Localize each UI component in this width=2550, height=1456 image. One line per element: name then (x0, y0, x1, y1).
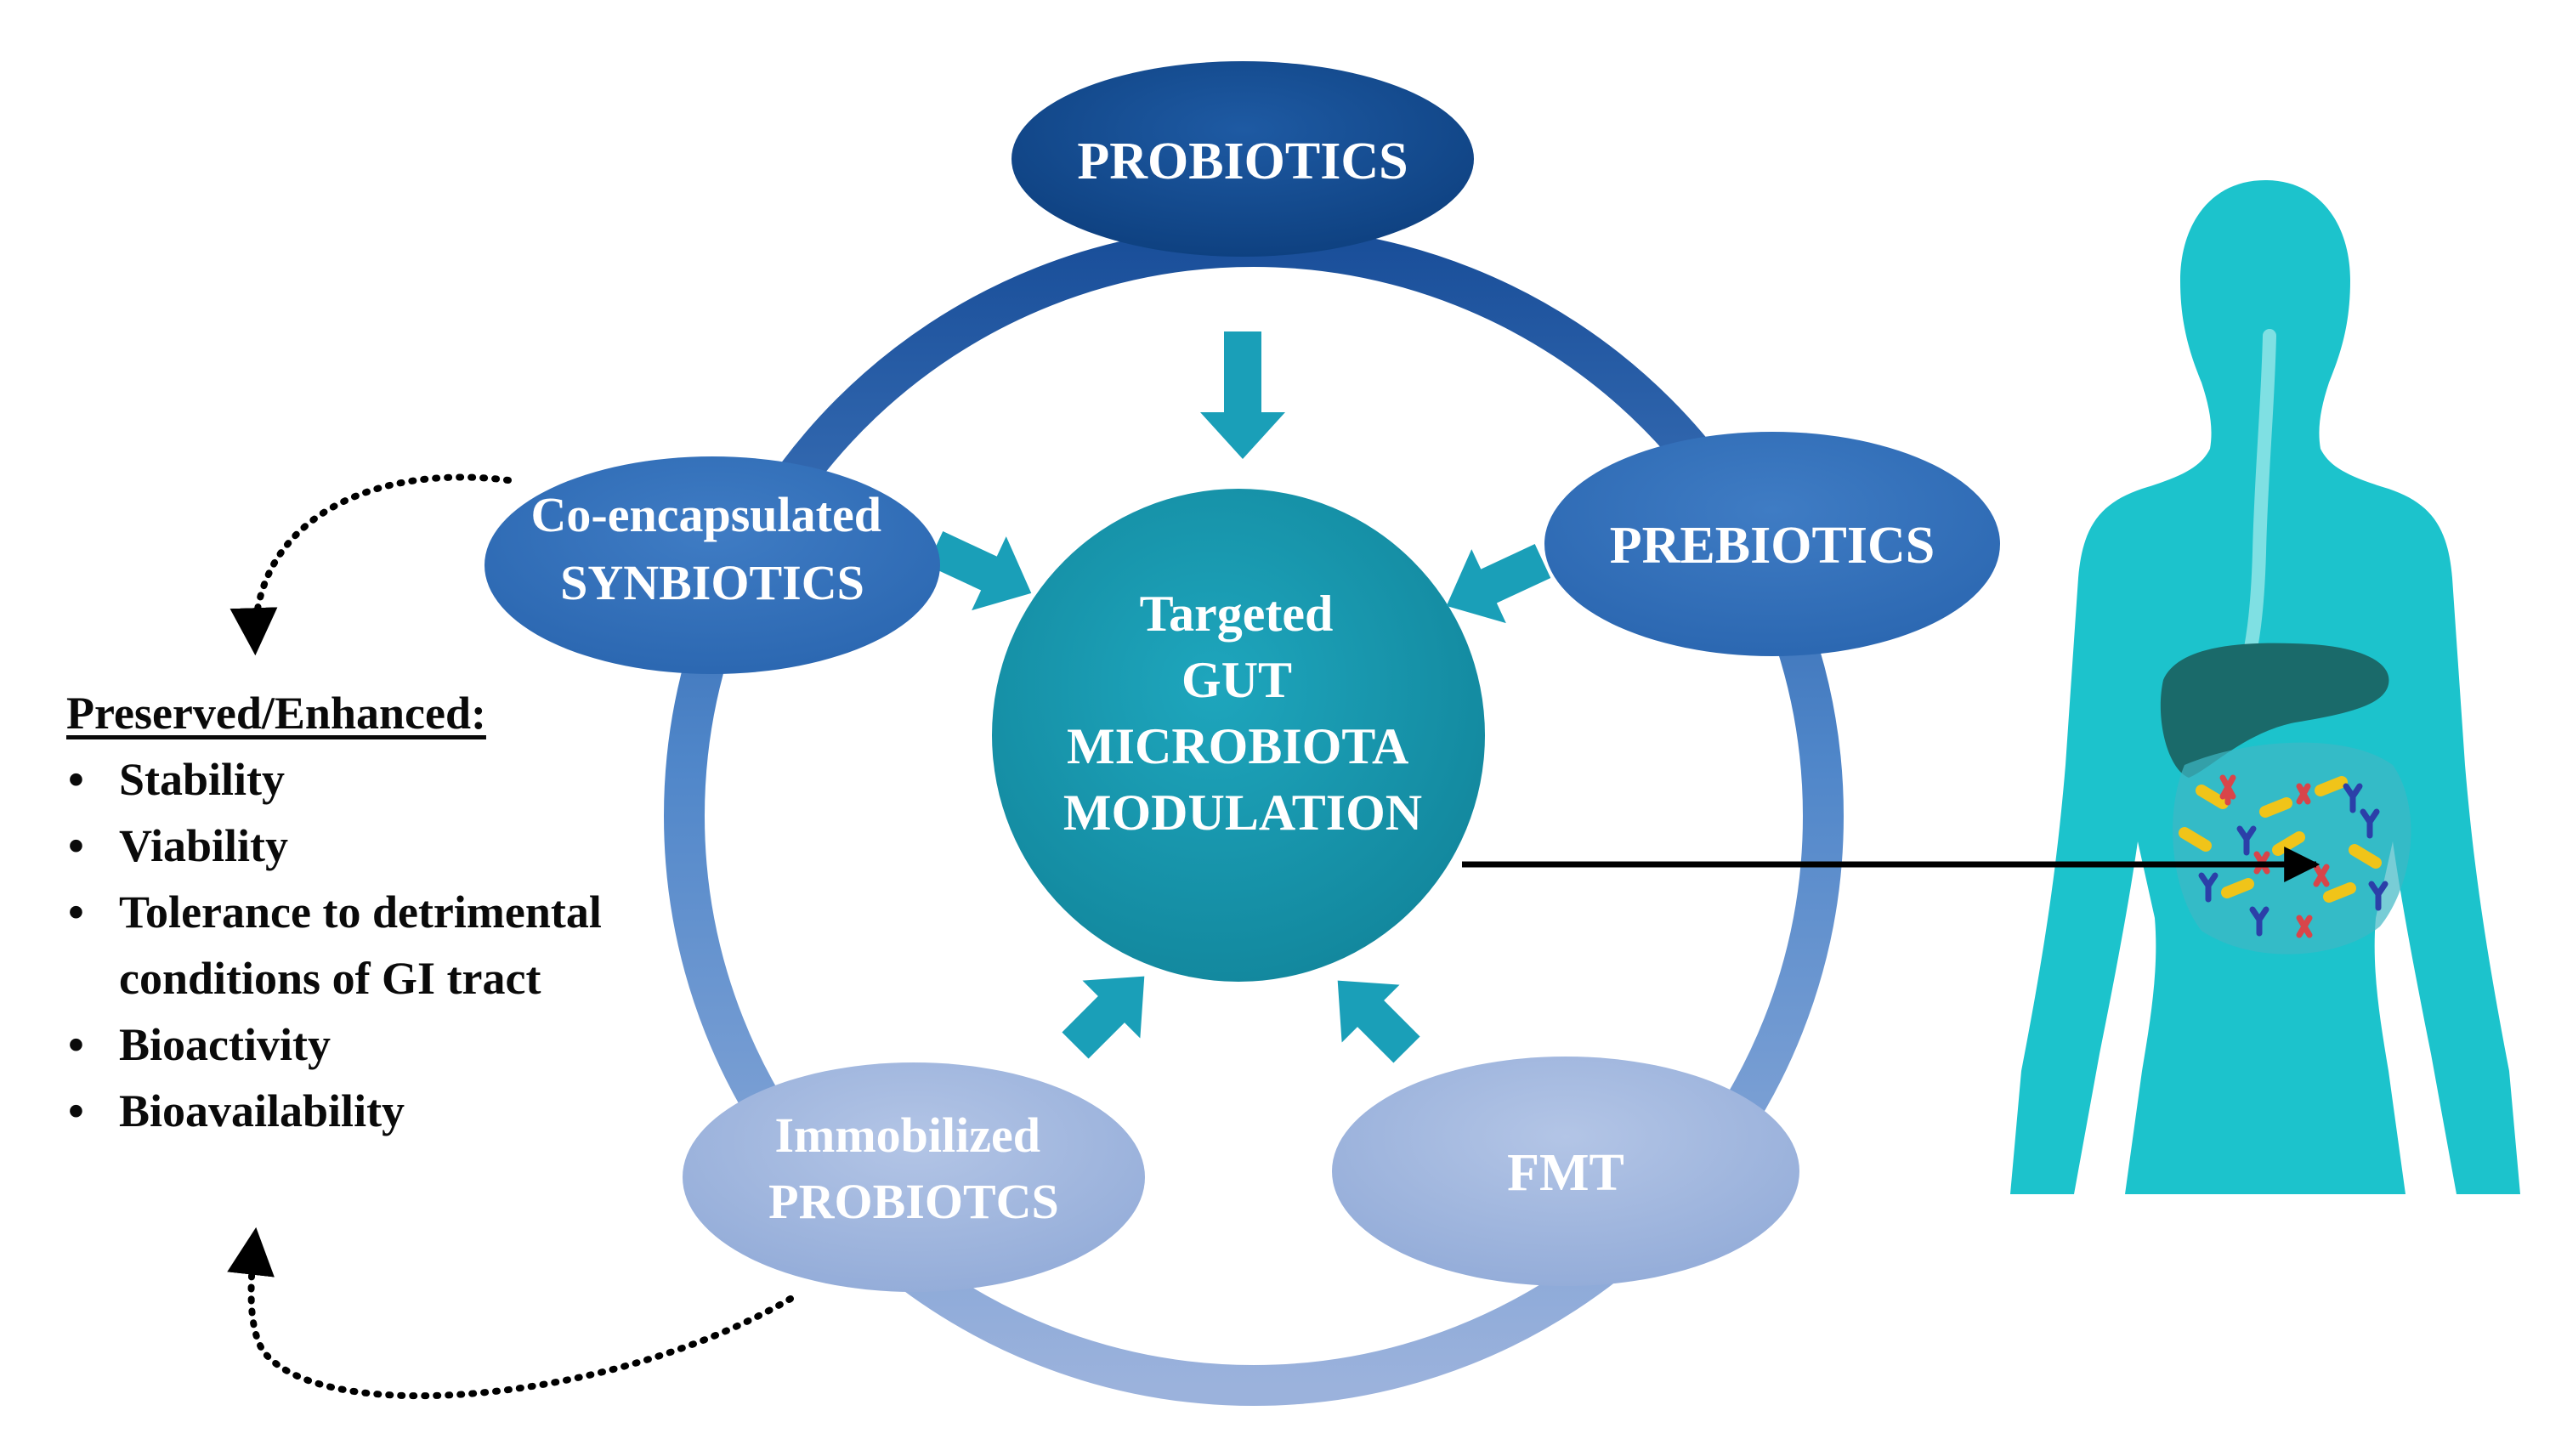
center-line-2: GUT (1182, 652, 1292, 708)
legend-items: Stability Viability Tolerance to detrime… (66, 746, 661, 1144)
prebiotics-label: PREBIOTICS (1610, 517, 1935, 575)
fmt-node (1332, 1057, 1799, 1286)
synbiotics-line-2: SYNBIOTICS (560, 555, 864, 610)
probiotics-label: PROBIOTICS (1077, 133, 1408, 190)
preserved-enhanced-list: Preserved/Enhanced: Stability Viability … (66, 680, 661, 1144)
legend-item-tolerance: Tolerance to detrimental conditions of G… (66, 879, 661, 1011)
legend-item-stability: Stability (66, 746, 661, 813)
human-body-figure (2010, 180, 2520, 1194)
center-line-4: MODULATION (1063, 785, 1422, 841)
center-circle (992, 489, 1485, 982)
immobilized-line-2: PROBIOTCS (768, 1174, 1059, 1229)
arrow-from-prebiotics (1446, 544, 1551, 624)
dotted-arrow-bottom (227, 1227, 794, 1400)
prebiotics-node (1544, 432, 2000, 656)
synbiotics-label: Co-encapsulated SYNBIOTICS (531, 487, 894, 610)
legend-item-viability: Viability (66, 813, 661, 879)
microbes (2179, 774, 2388, 938)
immobilized-node (683, 1062, 1145, 1292)
legend-item-bioavailability: Bioavailability (66, 1078, 661, 1144)
legend-item-bioactivity: Bioactivity (66, 1011, 661, 1078)
center-line-1: Targeted (1140, 586, 1334, 642)
arrow-from-fmt (1337, 980, 1420, 1063)
synbiotics-line-1: Co-encapsulated (531, 487, 881, 542)
liver (2160, 643, 2389, 778)
dotted-arrow-top (230, 473, 512, 656)
esophagus (2237, 329, 2276, 687)
center-line-3: MICROBIOTA (1067, 718, 1408, 774)
arrow-from-probiotics (1200, 331, 1285, 459)
synbiotics-node (484, 456, 940, 674)
probiotics-node (1012, 61, 1474, 257)
immobilized-line-1: Immobilized (774, 1108, 1040, 1163)
arrow-from-synbiotics (926, 531, 1032, 611)
center-label: Targeted GUT MICROBIOTA MODULATION (1063, 586, 1422, 841)
legend-heading: Preserved/Enhanced: (66, 688, 486, 739)
fmt-label: FMT (1507, 1144, 1624, 1202)
arrow-from-immobilized (1062, 976, 1145, 1059)
immobilized-label: Immobilized PROBIOTCS (768, 1108, 1059, 1229)
